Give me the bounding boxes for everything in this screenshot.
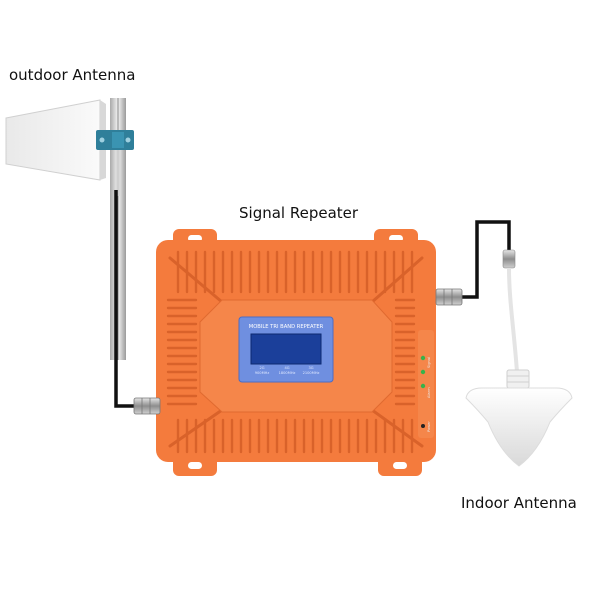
indoor-ceiling-antenna (465, 249, 573, 467)
indoor-coax-cable (458, 220, 511, 299)
antenna-lead (507, 267, 519, 373)
indoor-antenna-label: Indoor Antenna (461, 494, 577, 512)
band-frequency: 1800MHz (279, 371, 296, 375)
cooling-fins (166, 250, 424, 454)
power-switch (421, 424, 425, 428)
band-name: 4G (284, 366, 289, 370)
lcd-display: MOBILE TRI BAND REPEATER 2G 900MHz 4G 18… (238, 316, 334, 383)
status-label-alarm: Alarm (427, 387, 431, 398)
outdoor-antenna-label: outdoor Antenna (9, 66, 136, 84)
log-periodic-antenna (5, 99, 101, 181)
antenna-connector (502, 249, 516, 269)
status-led (420, 355, 426, 361)
status-label-power: Power (427, 421, 431, 432)
band-name: 2G (259, 366, 264, 370)
repeater-model-title: MOBILE TRI BAND REPEATER (249, 324, 324, 330)
outdoor-coax-cable (114, 190, 140, 408)
lcd-screen (250, 333, 322, 365)
band-name: 3G (308, 366, 313, 370)
status-label-signal: Signal (427, 357, 431, 368)
ceiling-dome (465, 387, 573, 467)
signal-repeater-label: Signal Repeater (239, 204, 359, 222)
outdoor-antenna (5, 98, 134, 360)
band-frequency: 2100MHz (303, 371, 320, 375)
status-led (420, 383, 426, 389)
signal-repeater-unit: MOBILE TRI BAND REPEATER 2G 900MHz 4G 18… (133, 229, 463, 476)
indoor-port-connector (435, 288, 463, 306)
band-frequency: 900MHz (255, 371, 270, 375)
status-indicators: Power Alarm Signal (418, 330, 434, 438)
status-led (420, 369, 426, 375)
outdoor-port-connector (133, 397, 161, 415)
